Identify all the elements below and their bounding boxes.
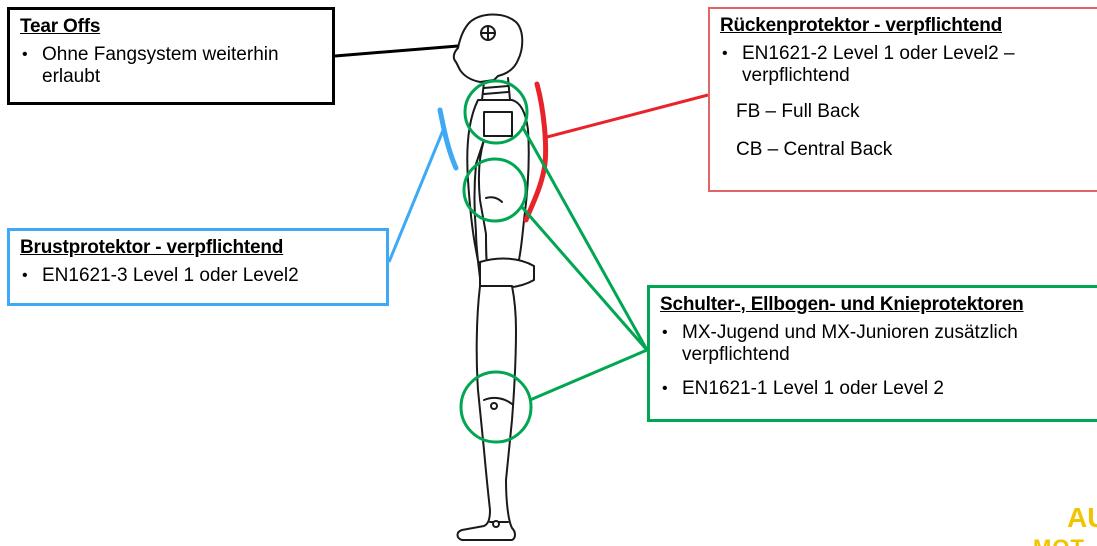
- shoulder-connector: [520, 125, 649, 351]
- joint-protector-markers: [459, 79, 649, 444]
- dummy-leg: [456, 285, 517, 541]
- chest-protector-connector: [387, 127, 446, 263]
- elbow-connector: [519, 205, 649, 351]
- back-protector-connector: [546, 93, 709, 139]
- knee-protector-circle: [459, 370, 533, 444]
- tear-offs-connector: [334, 44, 459, 58]
- brand-logo-line2: MOT: [1033, 536, 1085, 546]
- joint-protectors-item-youth: MX-Jugend und MX-Junioren zusätzlich ver…: [660, 322, 1094, 366]
- chest-protector-marker: [387, 107, 459, 263]
- tear-offs-callout: Tear Offs Ohne Fangsystem weiterhin erla…: [7, 7, 335, 105]
- joint-protectors-callout: Schulter-, Ellbogen- und Knieprotektoren…: [647, 285, 1097, 422]
- tear-offs-title: Tear Offs: [20, 16, 101, 37]
- back-protector-sub-item-cb: CB – Central Back: [736, 139, 893, 160]
- joint-protectors-item-standard: EN1621-1 Level 1 oder Level 2: [660, 378, 1094, 400]
- chest-protector-item: EN1621-3 Level 1 oder Level2: [20, 265, 376, 287]
- chest-protector-callout: Brustprotektor - verpflichtend EN1621-3 …: [7, 228, 389, 306]
- back-protector-callout: Rückenprotektor - verpflichtend EN1621-2…: [708, 7, 1097, 192]
- joint-protectors-title: Schulter-, Ellbogen- und Knieprotektoren: [660, 294, 1024, 315]
- chest-protector-curve: [437, 107, 459, 171]
- back-protector-item: EN1621-2 Level 1 oder Level2 – verpflich…: [720, 43, 1096, 87]
- tear-offs-item: Ohne Fangsystem weiterhin erlaubt: [20, 44, 322, 88]
- chest-protector-title: Brustprotektor - verpflichtend: [20, 237, 284, 258]
- dummy-pelvis: [479, 257, 535, 289]
- knee-connector: [529, 348, 648, 402]
- back-protector-sub-item-fb: FB – Full Back: [736, 101, 860, 122]
- back-protector-title: Rückenprotektor - verpflichtend: [720, 15, 1003, 36]
- brand-logo: AU MOT: [1033, 500, 1097, 546]
- dummy-head: [452, 13, 524, 83]
- back-protector-marker: [523, 81, 709, 223]
- elbow-protector-circle: [462, 157, 528, 223]
- back-protector-curve: [523, 81, 549, 223]
- crash-test-dummy-figure: [452, 13, 535, 541]
- brand-logo-line1: AU: [1067, 502, 1097, 533]
- shoulder-protector-circle: [463, 79, 529, 145]
